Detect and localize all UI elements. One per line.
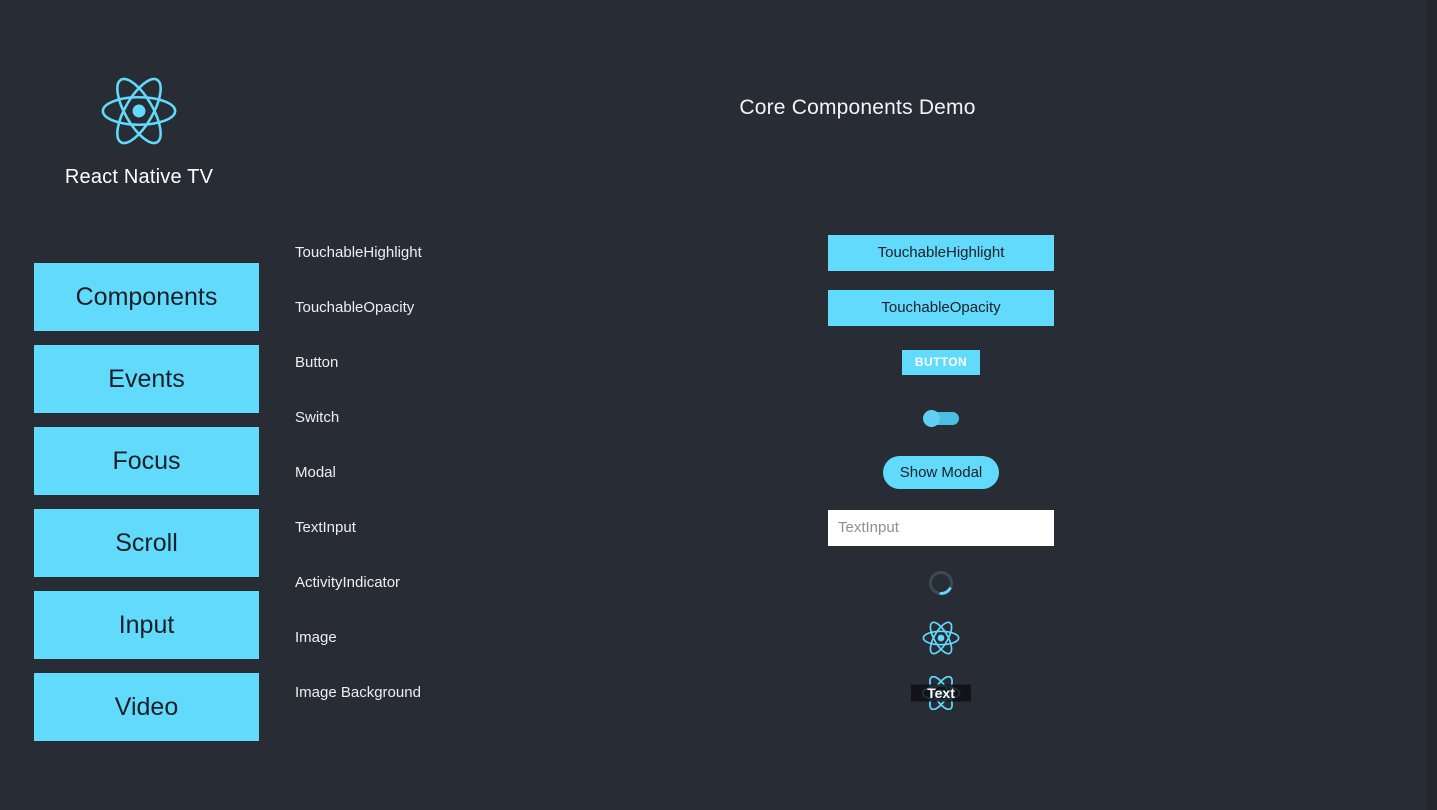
image-background-overlay-strip xyxy=(911,684,971,701)
row-label: Image xyxy=(295,629,337,646)
touchable-opacity-button[interactable]: TouchableOpacity xyxy=(828,289,1054,326)
rn-button[interactable]: BUTTON xyxy=(901,349,981,376)
switch-toggle[interactable] xyxy=(923,409,959,427)
row-switch: Switch xyxy=(278,390,1437,445)
row-control: BUTTON xyxy=(828,349,1054,376)
row-label: TouchableHighlight xyxy=(295,244,422,261)
sidebar-item-input[interactable]: Input xyxy=(34,591,259,659)
brand: React Native TV xyxy=(0,68,278,189)
right-edge-band xyxy=(1427,0,1437,810)
row-label: ActivityIndicator xyxy=(295,574,401,591)
row-modal: Modal Show Modal xyxy=(278,445,1437,500)
row-control xyxy=(828,568,1054,598)
image-background-text: Text xyxy=(927,684,955,701)
row-label: TouchableOpacity xyxy=(295,299,415,316)
sidebar-item-components[interactable]: Components xyxy=(34,263,259,331)
row-control: Text xyxy=(828,675,1054,710)
row-control: TouchableHighlight xyxy=(828,234,1054,271)
row-control xyxy=(828,617,1054,659)
brand-title: React Native TV xyxy=(64,166,214,188)
row-button: Button BUTTON xyxy=(278,335,1437,390)
page-header: Core Components Demo xyxy=(278,96,1437,120)
row-touchable-opacity: TouchableOpacity TouchableOpacity xyxy=(278,280,1437,335)
touchable-highlight-button[interactable]: TouchableHighlight xyxy=(828,234,1054,271)
row-control: Show Modal xyxy=(828,456,1054,489)
row-label: Modal xyxy=(295,464,336,481)
components-demo-list: TouchableHighlight TouchableHighlight To… xyxy=(278,225,1437,720)
row-control: TouchableOpacity xyxy=(828,289,1054,326)
row-image: Image xyxy=(278,610,1437,665)
row-control xyxy=(828,409,1054,427)
page-title: Core Components Demo xyxy=(739,96,976,119)
row-image-background: Image Background Text xyxy=(278,665,1437,720)
row-touchable-highlight: TouchableHighlight TouchableHighlight xyxy=(278,225,1437,280)
sidebar-item-focus[interactable]: Focus xyxy=(34,427,259,495)
row-activity-indicator: ActivityIndicator xyxy=(278,555,1437,610)
show-modal-button[interactable]: Show Modal xyxy=(882,456,1000,489)
react-logo-image-icon xyxy=(922,621,960,654)
row-label: Switch xyxy=(295,409,340,426)
sidebar-item-scroll[interactable]: Scroll xyxy=(34,509,259,577)
image-background: Text xyxy=(911,675,971,710)
row-label: TextInput xyxy=(295,519,356,536)
row-label: Button xyxy=(295,354,339,371)
sidebar-item-events[interactable]: Events xyxy=(34,345,259,413)
row-control xyxy=(828,509,1054,546)
sidebar-item-video[interactable]: Video xyxy=(34,673,259,741)
text-input-field[interactable] xyxy=(828,509,1054,546)
row-text-input: TextInput xyxy=(278,500,1437,555)
row-label: Image Background xyxy=(295,684,421,701)
activity-indicator-spinner-icon xyxy=(929,570,953,595)
sidebar: React Native TV Components Events Focus … xyxy=(0,0,278,810)
sidebar-nav: Components Events Focus Scroll Input Vid… xyxy=(34,263,259,755)
react-atom-icon xyxy=(101,77,177,145)
switch-thumb xyxy=(923,409,940,427)
